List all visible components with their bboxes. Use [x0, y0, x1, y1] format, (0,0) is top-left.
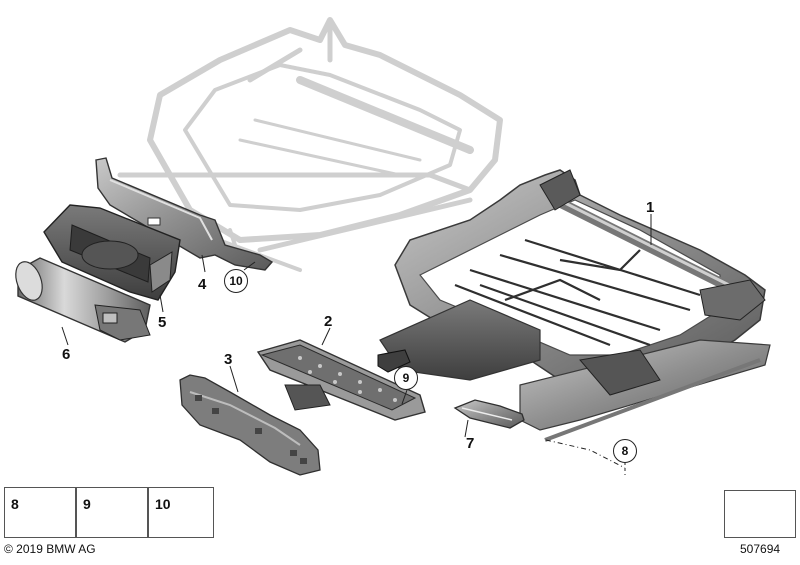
callout-9: 9 [394, 366, 418, 390]
legend-item-8: 8 [4, 487, 76, 538]
callout-7: 7 [466, 435, 475, 452]
image-number: 507694 [740, 542, 781, 556]
callout-6: 6 [62, 346, 71, 363]
part-3-bracket [179, 374, 321, 476]
legend-number-9: 9 [83, 496, 91, 512]
callout-1: 1 [646, 199, 655, 216]
view-navigation-box [724, 490, 796, 538]
callout-8: 8 [613, 439, 637, 463]
legend-number-10: 10 [155, 496, 171, 512]
part-5-housing [43, 204, 181, 301]
callout-2: 2 [324, 313, 333, 330]
callout-4: 4 [198, 276, 207, 293]
part-2-seat-pan [256, 339, 426, 421]
leader-lines [61, 214, 652, 475]
legend-item-9: 9 [76, 487, 148, 538]
legend-item-10: 10 [148, 487, 214, 538]
callout-3: 3 [224, 351, 233, 368]
part-1-seat-frame [379, 169, 771, 442]
callout-10: 10 [224, 269, 248, 293]
legend-number-8: 8 [11, 496, 19, 512]
callout-5: 5 [158, 314, 167, 331]
part-4-side-cover [95, 157, 274, 271]
part-7-cover [453, 399, 525, 429]
part-6-cylinder [15, 257, 151, 343]
copyright-text: © 2019 BMW AG [4, 542, 96, 556]
